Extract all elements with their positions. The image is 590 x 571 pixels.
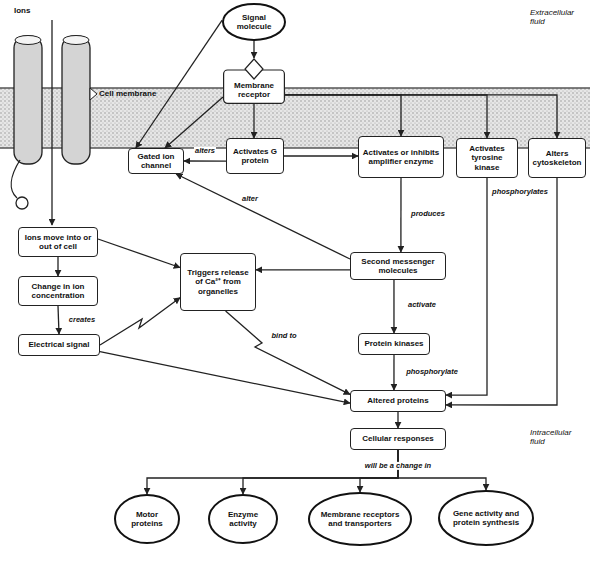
node-text: Ions move into or out of cell: [22, 233, 94, 251]
process-box: Activates G protein: [226, 138, 284, 174]
arrow-connector: [285, 95, 557, 138]
receptor-box: Membrane receptor: [223, 58, 285, 104]
ion-label: Ions: [14, 6, 44, 15]
process-box: Electrical signal: [18, 334, 100, 356]
ellipse-outline: [209, 495, 277, 543]
ellipse-outline: [115, 495, 179, 543]
response-ellipse: Enzyme activity: [208, 494, 278, 544]
process-box: Activates or inhibits amplifier enzyme: [358, 136, 444, 178]
edge-label: will be a change in: [364, 462, 432, 470]
arrow-connector: [397, 412, 398, 428]
channel-gate: [11, 160, 20, 198]
process-box: Alters cytoskeleton: [528, 138, 586, 178]
channel-top: [63, 36, 89, 45]
process-box: Gated ion channel: [128, 148, 184, 174]
signal-ellipse: Signal molecule: [222, 3, 286, 41]
arrow-connector: [226, 311, 350, 394]
node-text: Cellular responses: [362, 434, 434, 443]
region-label: Intracellular fluid: [530, 428, 586, 446]
arrow-connector: [400, 178, 401, 252]
node-text: Activates tyrosine kinase: [460, 144, 514, 172]
arrow-connector: [393, 355, 394, 390]
arrow-connector: [136, 20, 222, 148]
arrow-connector: [256, 269, 350, 270]
channel-gate: [16, 197, 28, 209]
arrow-connector: [284, 155, 358, 156]
arrow-connector: [285, 95, 401, 136]
node-text: Activates G protein: [230, 147, 280, 165]
arrow-connector: [147, 450, 398, 494]
node-text: Alters cytoskeleton: [532, 149, 582, 167]
arrow-connector: [176, 174, 350, 259]
node-text: Protein kinases: [364, 339, 423, 348]
node-text: Change in ion concentration: [22, 282, 94, 300]
response-ellipse: Motor proteins: [114, 494, 180, 544]
edge-label: bind to: [271, 332, 298, 340]
node-text: Motor proteins: [123, 510, 171, 528]
arrow-connector: [393, 280, 394, 333]
node-text: Activates or inhibits amplifier enzyme: [362, 148, 440, 166]
arrow-connector: [360, 450, 398, 492]
ellipse-outline: [223, 4, 285, 40]
node-text: Triggers release of Ca²⁺ from organelles: [184, 268, 252, 296]
ellipse-outline: [439, 491, 533, 545]
edge-label: alters: [194, 147, 216, 155]
binding-site: [245, 59, 263, 79]
arrow-connector: [98, 239, 180, 268]
node-text: Gated ion channel: [132, 152, 180, 170]
node-text: Signal molecule: [231, 13, 277, 31]
arrow-connector: [165, 97, 223, 148]
node-text: Enzyme activity: [217, 510, 269, 528]
edge-label: phosphorylates: [491, 188, 549, 196]
process-box: Altered proteins: [350, 390, 446, 412]
edge-label: phosphorylate: [405, 368, 459, 376]
node-text: Membrane receptor: [226, 81, 282, 99]
node-text: Electrical signal: [29, 340, 90, 349]
region-label: Extracellular fluid: [530, 8, 586, 26]
arrow-connector: [57, 257, 58, 276]
process-box: Ions move into or out of cell: [18, 227, 98, 257]
edge-label: creates: [68, 316, 96, 324]
ellipse-outline: [309, 493, 411, 545]
arrow-connector: [446, 178, 487, 395]
process-box: Protein kinases: [358, 333, 430, 355]
process-box: Change in ion concentration: [18, 276, 98, 306]
arrow-connector: [243, 450, 398, 494]
response-ellipse: Gene activity and protein synthesis: [438, 490, 534, 546]
channel-subunit: [14, 36, 42, 164]
edge-label: activate: [407, 301, 437, 309]
arrow-connector: [100, 298, 180, 345]
arrow-connector: [184, 160, 226, 161]
node-text: Membrane receptors and transporters: [317, 510, 403, 528]
arrow-connector: [285, 95, 487, 138]
membrane-label: Cell membrane: [99, 89, 169, 98]
channel-top: [15, 36, 41, 45]
arrow-connector: [58, 306, 59, 334]
ion-channel-symbol: [11, 20, 97, 225]
node-text: Altered proteins: [367, 396, 428, 405]
binding-site: [90, 88, 97, 100]
process-box: Activates tyrosine kinase: [456, 138, 518, 178]
edge-label: alter: [241, 195, 259, 203]
arrow-connector: [446, 178, 557, 405]
edge-label: produces: [410, 210, 446, 218]
process-box: Triggers release of Ca²⁺ from organelles: [180, 253, 256, 311]
node-text: Gene activity and protein synthesis: [447, 509, 525, 527]
arrow-connector: [253, 104, 254, 138]
process-box: Second messenger molecules: [350, 252, 446, 280]
response-ellipse: Membrane receptors and transporters: [308, 492, 412, 546]
process-box: Cellular responses: [350, 428, 446, 450]
node-text: Second messenger molecules: [354, 257, 442, 275]
channel-subunit: [62, 36, 90, 164]
arrow-connector: [100, 352, 350, 404]
ion-flow-arrow: [51, 20, 52, 225]
arrow-connector: [253, 41, 254, 58]
